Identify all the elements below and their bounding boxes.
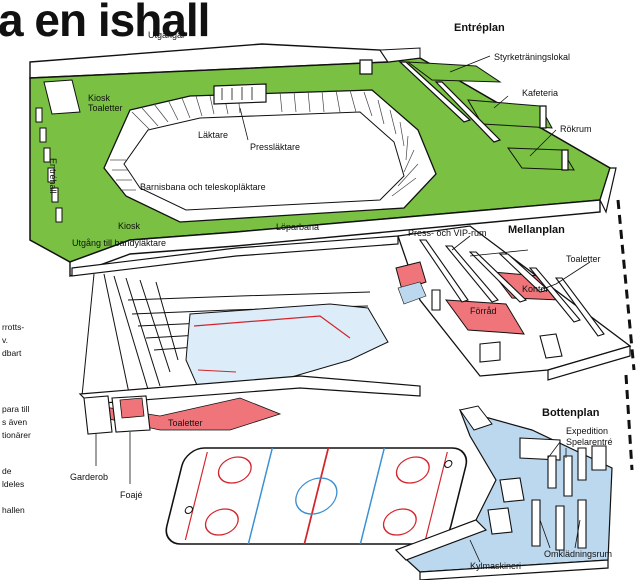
cut-line-right-2 — [624, 374, 634, 471]
label-kafeteria: Kafeteria — [522, 88, 559, 98]
room-rokrum — [507, 147, 575, 171]
mellan-walls — [418, 239, 605, 363]
botten-front-wall — [394, 519, 488, 561]
label-entrehall: Entréhall — [48, 158, 58, 194]
label-kiosk-lower: Kiosk — [118, 221, 141, 231]
foaje-inner — [119, 397, 145, 419]
mellan-level — [71, 225, 632, 435]
mellan-ice — [185, 303, 389, 393]
leader-lines — [95, 55, 591, 563]
mellan-ice-line — [193, 315, 351, 339]
label-utgang-bandy: Utgång till bandyläktare — [72, 238, 167, 248]
page-title: a en ishall — [0, 0, 210, 46]
goal-right — [444, 460, 453, 468]
left-text-line: de — [2, 466, 12, 476]
left-text-line: rrotts- — [2, 322, 25, 332]
press-box — [213, 83, 267, 105]
botten-base-wall — [419, 559, 609, 580]
label-omkladningsrum: Omklädningsrum — [544, 549, 613, 559]
cut-line-right — [616, 199, 636, 371]
botten-stair — [459, 405, 493, 431]
center-line — [303, 448, 330, 544]
level-entreplan: Entréplan — [454, 22, 505, 34]
label-foaje: Foajé — [120, 490, 143, 500]
left-text-line: tionärer — [2, 430, 31, 440]
entre-level — [29, 43, 617, 278]
label-garderob: Garderob — [70, 472, 109, 482]
label-forrad: Förråd — [470, 306, 497, 316]
left-text-line: dbart — [2, 348, 22, 358]
left-text-line: s även — [2, 417, 28, 427]
label-toaletter-mellan: Toaletter — [566, 254, 601, 264]
label-kylmaskineri: Kylmaskineri — [470, 561, 522, 571]
left-text-line: hallen — [2, 505, 25, 515]
garderob-block — [83, 395, 113, 435]
face-circle-2 — [204, 508, 239, 536]
mellan-right-face — [547, 345, 631, 381]
level-mellanplan: Mellanplan — [508, 224, 565, 236]
goal-line-left — [184, 452, 208, 540]
left-text-line: v. — [2, 335, 8, 345]
label-spelarentre: Spelarentré — [566, 437, 613, 447]
entre-stair — [43, 79, 81, 115]
label-barnisbana: Barnisbana och teleskopläktare — [140, 182, 266, 192]
press-box-windows — [221, 87, 253, 100]
entrance-pillars — [35, 107, 63, 223]
label-rokrum: Rökrum — [560, 124, 592, 134]
blue-line-left — [247, 448, 274, 544]
botten-rooms — [487, 437, 607, 551]
label-utgangar: Utgångar — [148, 30, 186, 40]
mellan-outline — [71, 235, 399, 277]
left-text-line: ldeles — [2, 479, 25, 489]
room-forrad — [444, 299, 525, 335]
blue-line-right — [359, 448, 386, 544]
label-loparbana: Löparbana — [276, 222, 320, 232]
mellan-blue-patch — [397, 281, 427, 305]
label-expedition: Expedition — [566, 426, 609, 436]
mellan-ice-line-2 — [197, 369, 237, 373]
label-kiosk-top: Kiosk — [88, 93, 111, 103]
room-styrke — [406, 61, 502, 83]
botten-level — [165, 405, 613, 580]
label-kontor: Kontor — [522, 284, 549, 294]
face-circle-1 — [217, 456, 252, 484]
entre-right-wall — [379, 47, 421, 63]
face-circle-3 — [395, 456, 430, 484]
goal-left — [184, 506, 193, 514]
face-circle-4 — [382, 508, 417, 536]
label-toaletter-top: Toaletter — [88, 103, 123, 113]
label-presslaktare: Pressläktare — [250, 142, 301, 152]
goal-line-right — [424, 452, 448, 540]
rink-markings — [184, 448, 453, 544]
label-styrketraningslokal: Styrketräningslokal — [494, 52, 571, 62]
label-laktare: Läktare — [198, 130, 229, 140]
label-press-vip: Press- och VIP-rum — [408, 228, 487, 238]
entre-right-face — [599, 167, 617, 214]
level-bottenplan: Bottenplan — [542, 407, 600, 419]
center-circle — [295, 477, 338, 515]
room-kafeteria — [467, 99, 553, 129]
left-text-line: para till — [2, 404, 30, 414]
label-toaletter-lower: Toaletter — [168, 418, 203, 428]
entre-partitions — [359, 59, 569, 171]
ice-surface-top — [123, 111, 405, 211]
